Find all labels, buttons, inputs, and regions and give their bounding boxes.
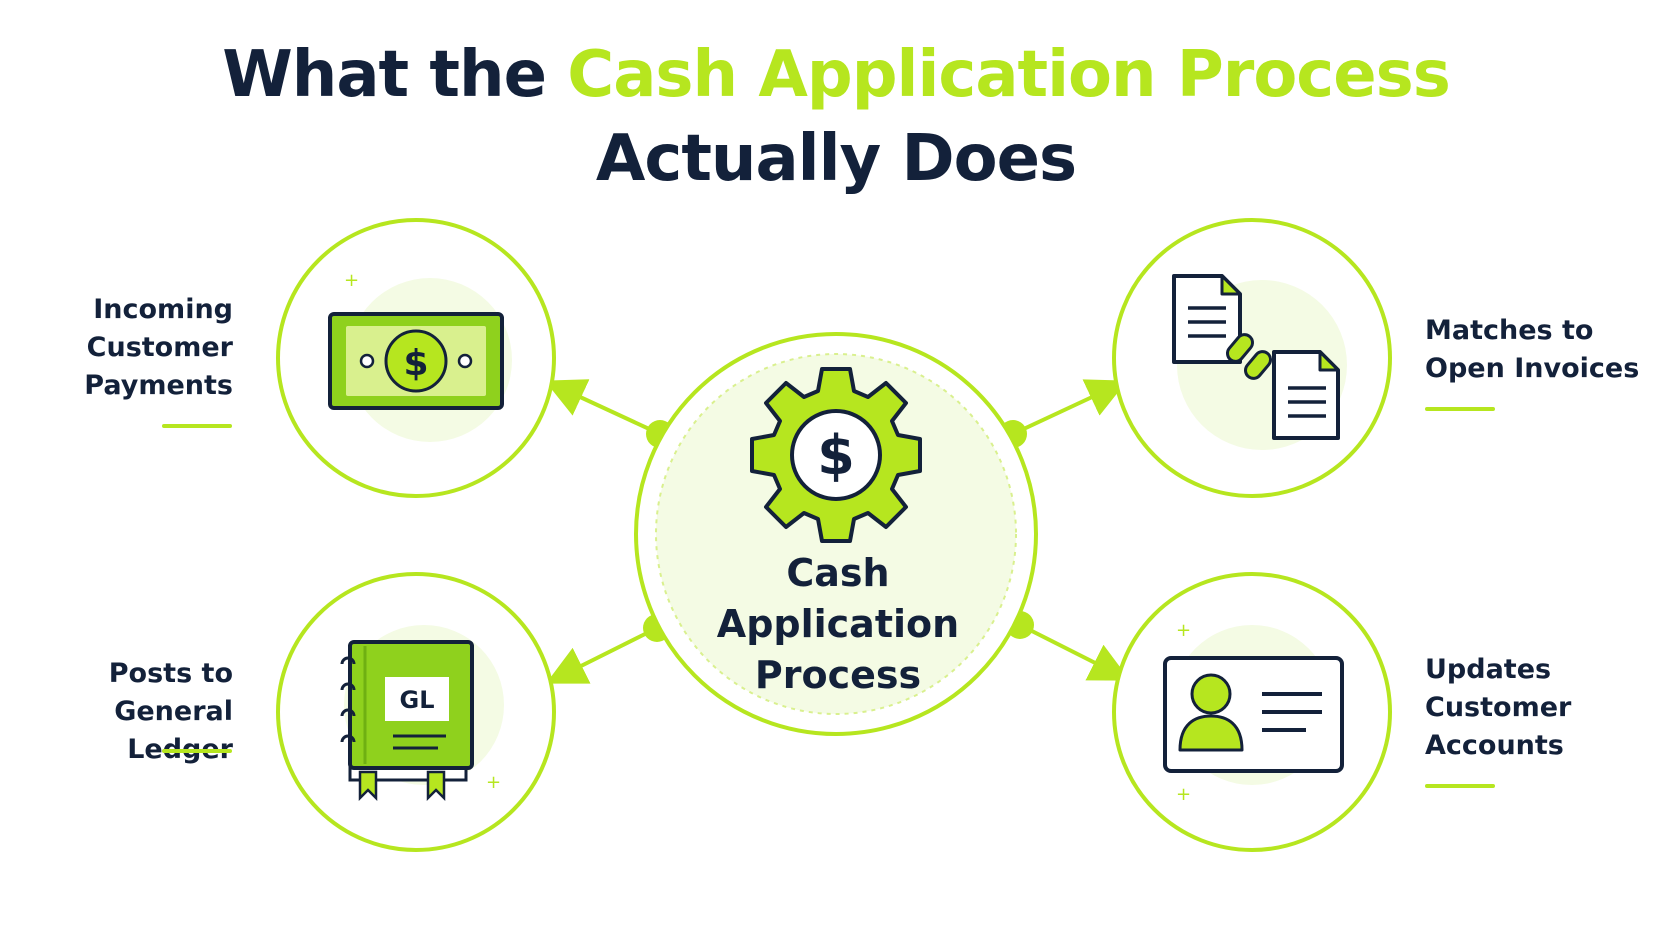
node-open-invoices <box>1112 218 1392 498</box>
connector-incoming-payments <box>544 379 661 436</box>
gear-dollar-icon: $ <box>750 367 922 543</box>
title-highlight: Cash Application Process <box>567 38 1451 112</box>
node-customer-accounts: + + <box>1112 572 1392 852</box>
linked-documents-icon <box>1172 274 1340 440</box>
ledger-gl-text: GL <box>400 686 435 714</box>
center-label-line: Process <box>754 653 922 697</box>
underline-customer-accounts <box>1425 784 1495 788</box>
center-label-line: Cash <box>786 551 890 595</box>
label-line: Customer <box>1425 692 1572 723</box>
svg-text:+: + <box>1176 620 1191 641</box>
svg-text:+: + <box>486 772 501 793</box>
page-title-line2: Actually Does <box>595 122 1077 196</box>
connector-open-invoices <box>1012 379 1128 436</box>
svg-text:+: + <box>1176 784 1191 805</box>
ledger-book-icon: GL <box>340 640 474 802</box>
label-customer-accounts: Updates Customer Accounts <box>1425 651 1670 765</box>
label-line: Accounts <box>1425 730 1564 761</box>
label-line: Payments <box>84 370 233 401</box>
label-line: Customer <box>86 332 233 363</box>
svg-text:+: + <box>344 270 359 291</box>
label-line: Posts to <box>108 658 233 689</box>
center-node-label: Cash Application Process <box>688 548 988 701</box>
underline-incoming-payments <box>162 424 232 428</box>
label-open-invoices: Matches to Open Invoices <box>1425 312 1670 388</box>
label-line: Updates <box>1425 654 1552 685</box>
center-label-line: Application <box>716 602 960 646</box>
label-line: General Ledger <box>114 696 233 765</box>
node-general-ledger: + GL <box>276 572 556 852</box>
connector-customer-accounts <box>1019 623 1131 681</box>
connector-general-ledger <box>545 626 658 684</box>
id-card-icon <box>1163 656 1344 773</box>
svg-text:$: $ <box>403 343 428 384</box>
title-prefix: What the <box>222 38 568 112</box>
label-line: Open Invoices <box>1425 353 1640 384</box>
label-line: Matches to <box>1425 315 1594 346</box>
underline-general-ledger <box>162 749 232 753</box>
banknote-icon: $ <box>328 312 504 410</box>
node-incoming-payments: + $ <box>276 218 556 498</box>
label-line: Incoming <box>93 294 233 325</box>
label-incoming-payments: Incoming Customer Payments <box>60 291 233 405</box>
page-title-line1: What the Cash Application Process <box>0 38 1672 112</box>
center-node: $ <box>634 332 1038 736</box>
svg-text:$: $ <box>817 424 855 487</box>
underline-open-invoices <box>1425 407 1495 411</box>
